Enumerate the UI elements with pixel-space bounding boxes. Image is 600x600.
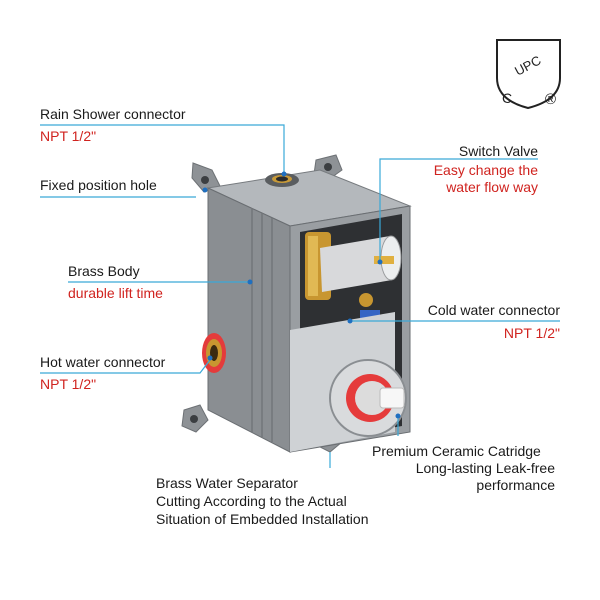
leader-lines xyxy=(40,124,560,468)
separator-label: Brass Water Separator xyxy=(156,475,298,491)
brass-body-spec: durable lift time xyxy=(68,285,163,301)
cartridge-label: Premium Ceramic Catridge xyxy=(372,443,541,459)
hot-water-spec: NPT 1/2" xyxy=(40,376,97,392)
upc-c-letter: C xyxy=(502,90,512,106)
cartridge-desc-1: Long-lasting Leak-free xyxy=(415,460,555,476)
cold-water-label: Cold water connector xyxy=(427,302,560,318)
upc-certification-mark: UPC C ® xyxy=(496,39,561,110)
rain-shower-label: Rain Shower connector xyxy=(40,106,186,122)
cartridge-desc-2: performance xyxy=(476,477,555,493)
cold-water-spec: NPT 1/2" xyxy=(503,325,560,341)
switch-valve-desc-2: water flow way xyxy=(446,179,538,195)
separator-desc-2: Situation of Embedded Installation xyxy=(156,511,369,527)
registered-mark: ® xyxy=(545,91,556,108)
hot-water-label: Hot water connector xyxy=(40,354,166,370)
fixed-hole-label: Fixed position hole xyxy=(40,177,157,193)
switch-valve-desc-1: Easy change the xyxy=(433,162,538,178)
hot-water-port xyxy=(202,333,226,373)
rain-shower-port xyxy=(265,173,299,187)
upc-text: UPC xyxy=(512,52,543,78)
cartridge-housing xyxy=(290,312,407,452)
separator-desc-1: Cutting According to the Actual xyxy=(156,493,347,509)
brass-body-label: Brass Body xyxy=(68,263,140,279)
switch-valve-assembly xyxy=(305,232,402,318)
switch-valve-label: Switch Valve xyxy=(458,143,538,159)
rain-shower-spec: NPT 1/2" xyxy=(40,128,97,144)
